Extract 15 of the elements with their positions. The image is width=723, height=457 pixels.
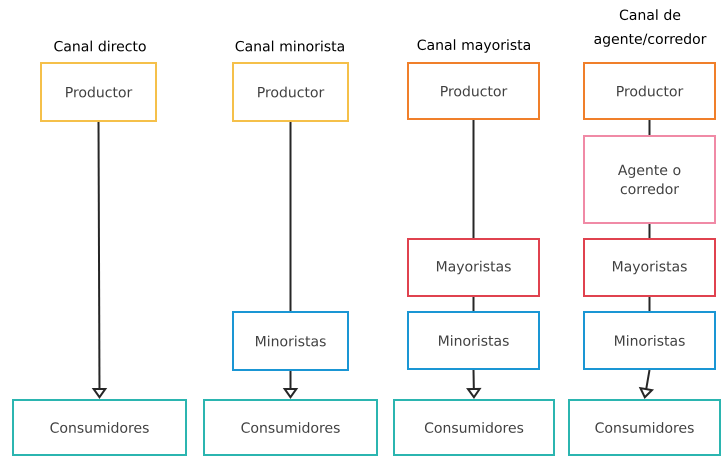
channel-box: Minoristas <box>583 311 716 370</box>
channel-box: Productor <box>407 62 540 120</box>
channel-box: Consumidores <box>393 399 555 456</box>
channel-box: Minoristas <box>232 311 349 371</box>
column-heading: Canal de agente/corredor <box>594 9 706 47</box>
channel-box: Productor <box>232 62 349 122</box>
channel-box: Productor <box>40 62 157 122</box>
channel-box: Consumidores <box>12 399 187 456</box>
channel-box: Mayoristas <box>407 238 540 297</box>
channel-box: Productor <box>583 62 716 120</box>
channel-box: Minoristas <box>407 311 540 370</box>
channel-box: Consumidores <box>568 399 721 456</box>
channel-box: Consumidores <box>203 399 378 456</box>
channel-box: Mayoristas <box>583 238 716 297</box>
channel-box: Agente o corredor <box>583 135 716 224</box>
